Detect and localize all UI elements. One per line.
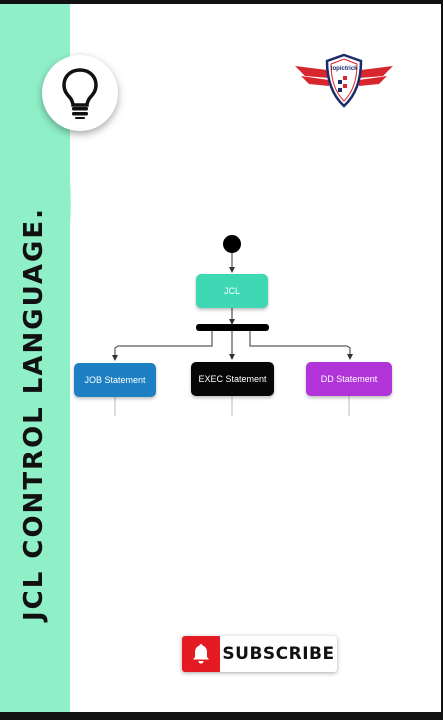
node-exec-statement: EXEC Statement <box>191 362 274 396</box>
side-band-wave <box>0 4 71 224</box>
flow-connectors <box>112 235 353 416</box>
bell-icon <box>193 644 209 664</box>
content-frame: JCL CONTROL LANGUAGE. topictrick <box>0 4 441 712</box>
node-job-statement: JOB Statement <box>74 363 156 397</box>
start-node <box>223 235 241 253</box>
subscribe-label: SUBSCRIBE <box>222 644 335 664</box>
node-jcl: JCL <box>196 274 268 308</box>
connector-fork-job <box>112 331 213 361</box>
winged-shield-logo <box>295 53 393 108</box>
fork-bar <box>196 324 269 331</box>
lightbulb-icon <box>62 68 98 119</box>
topictrick-logo: topictrick <box>293 52 395 110</box>
node-dd-statement: DD Statement <box>306 362 392 396</box>
connector-fork-dd <box>249 331 353 360</box>
logo-text: topictrick <box>330 66 358 72</box>
subscribe-button[interactable]: SUBSCRIBE <box>182 636 337 672</box>
bell-container <box>182 636 220 672</box>
lightbulb-badge <box>42 55 118 131</box>
